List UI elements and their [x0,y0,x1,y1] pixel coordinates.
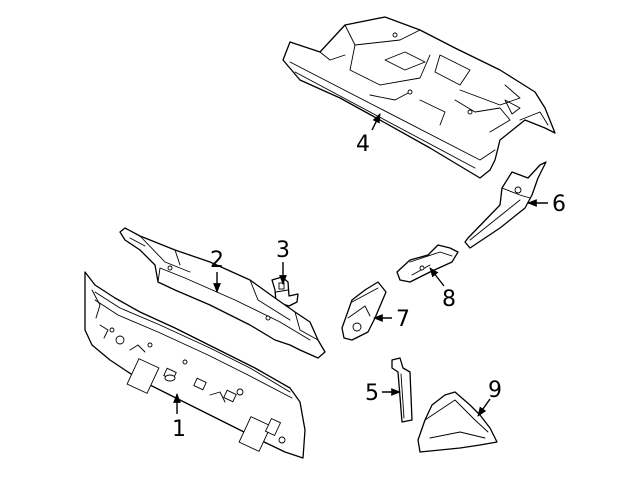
callout-1: 1 [172,417,186,442]
callout-6: 6 [552,192,566,217]
leader-9 [477,398,491,417]
callout-labels: 1 2 3 4 5 6 7 8 9 [172,132,566,442]
callout-4: 4 [356,132,370,157]
callout-2: 2 [210,248,224,273]
part-8-bracket [396,244,459,283]
part-6-bracket [464,161,547,249]
part-1-back-panel [84,271,306,459]
part-4-rear-panel [282,16,556,179]
leader-8 [429,267,445,287]
leader-4 [371,113,381,131]
part-5-bracket [391,357,413,423]
part-2-cross-member [119,227,326,359]
callout-5: 5 [365,381,379,406]
callout-9: 9 [488,378,502,403]
callout-leaders [173,113,548,417]
callout-7: 7 [396,307,410,332]
part-9-corner-panel [417,391,498,453]
part-7-bracket [341,281,387,341]
callout-3: 3 [276,238,290,263]
callout-8: 8 [442,287,456,312]
